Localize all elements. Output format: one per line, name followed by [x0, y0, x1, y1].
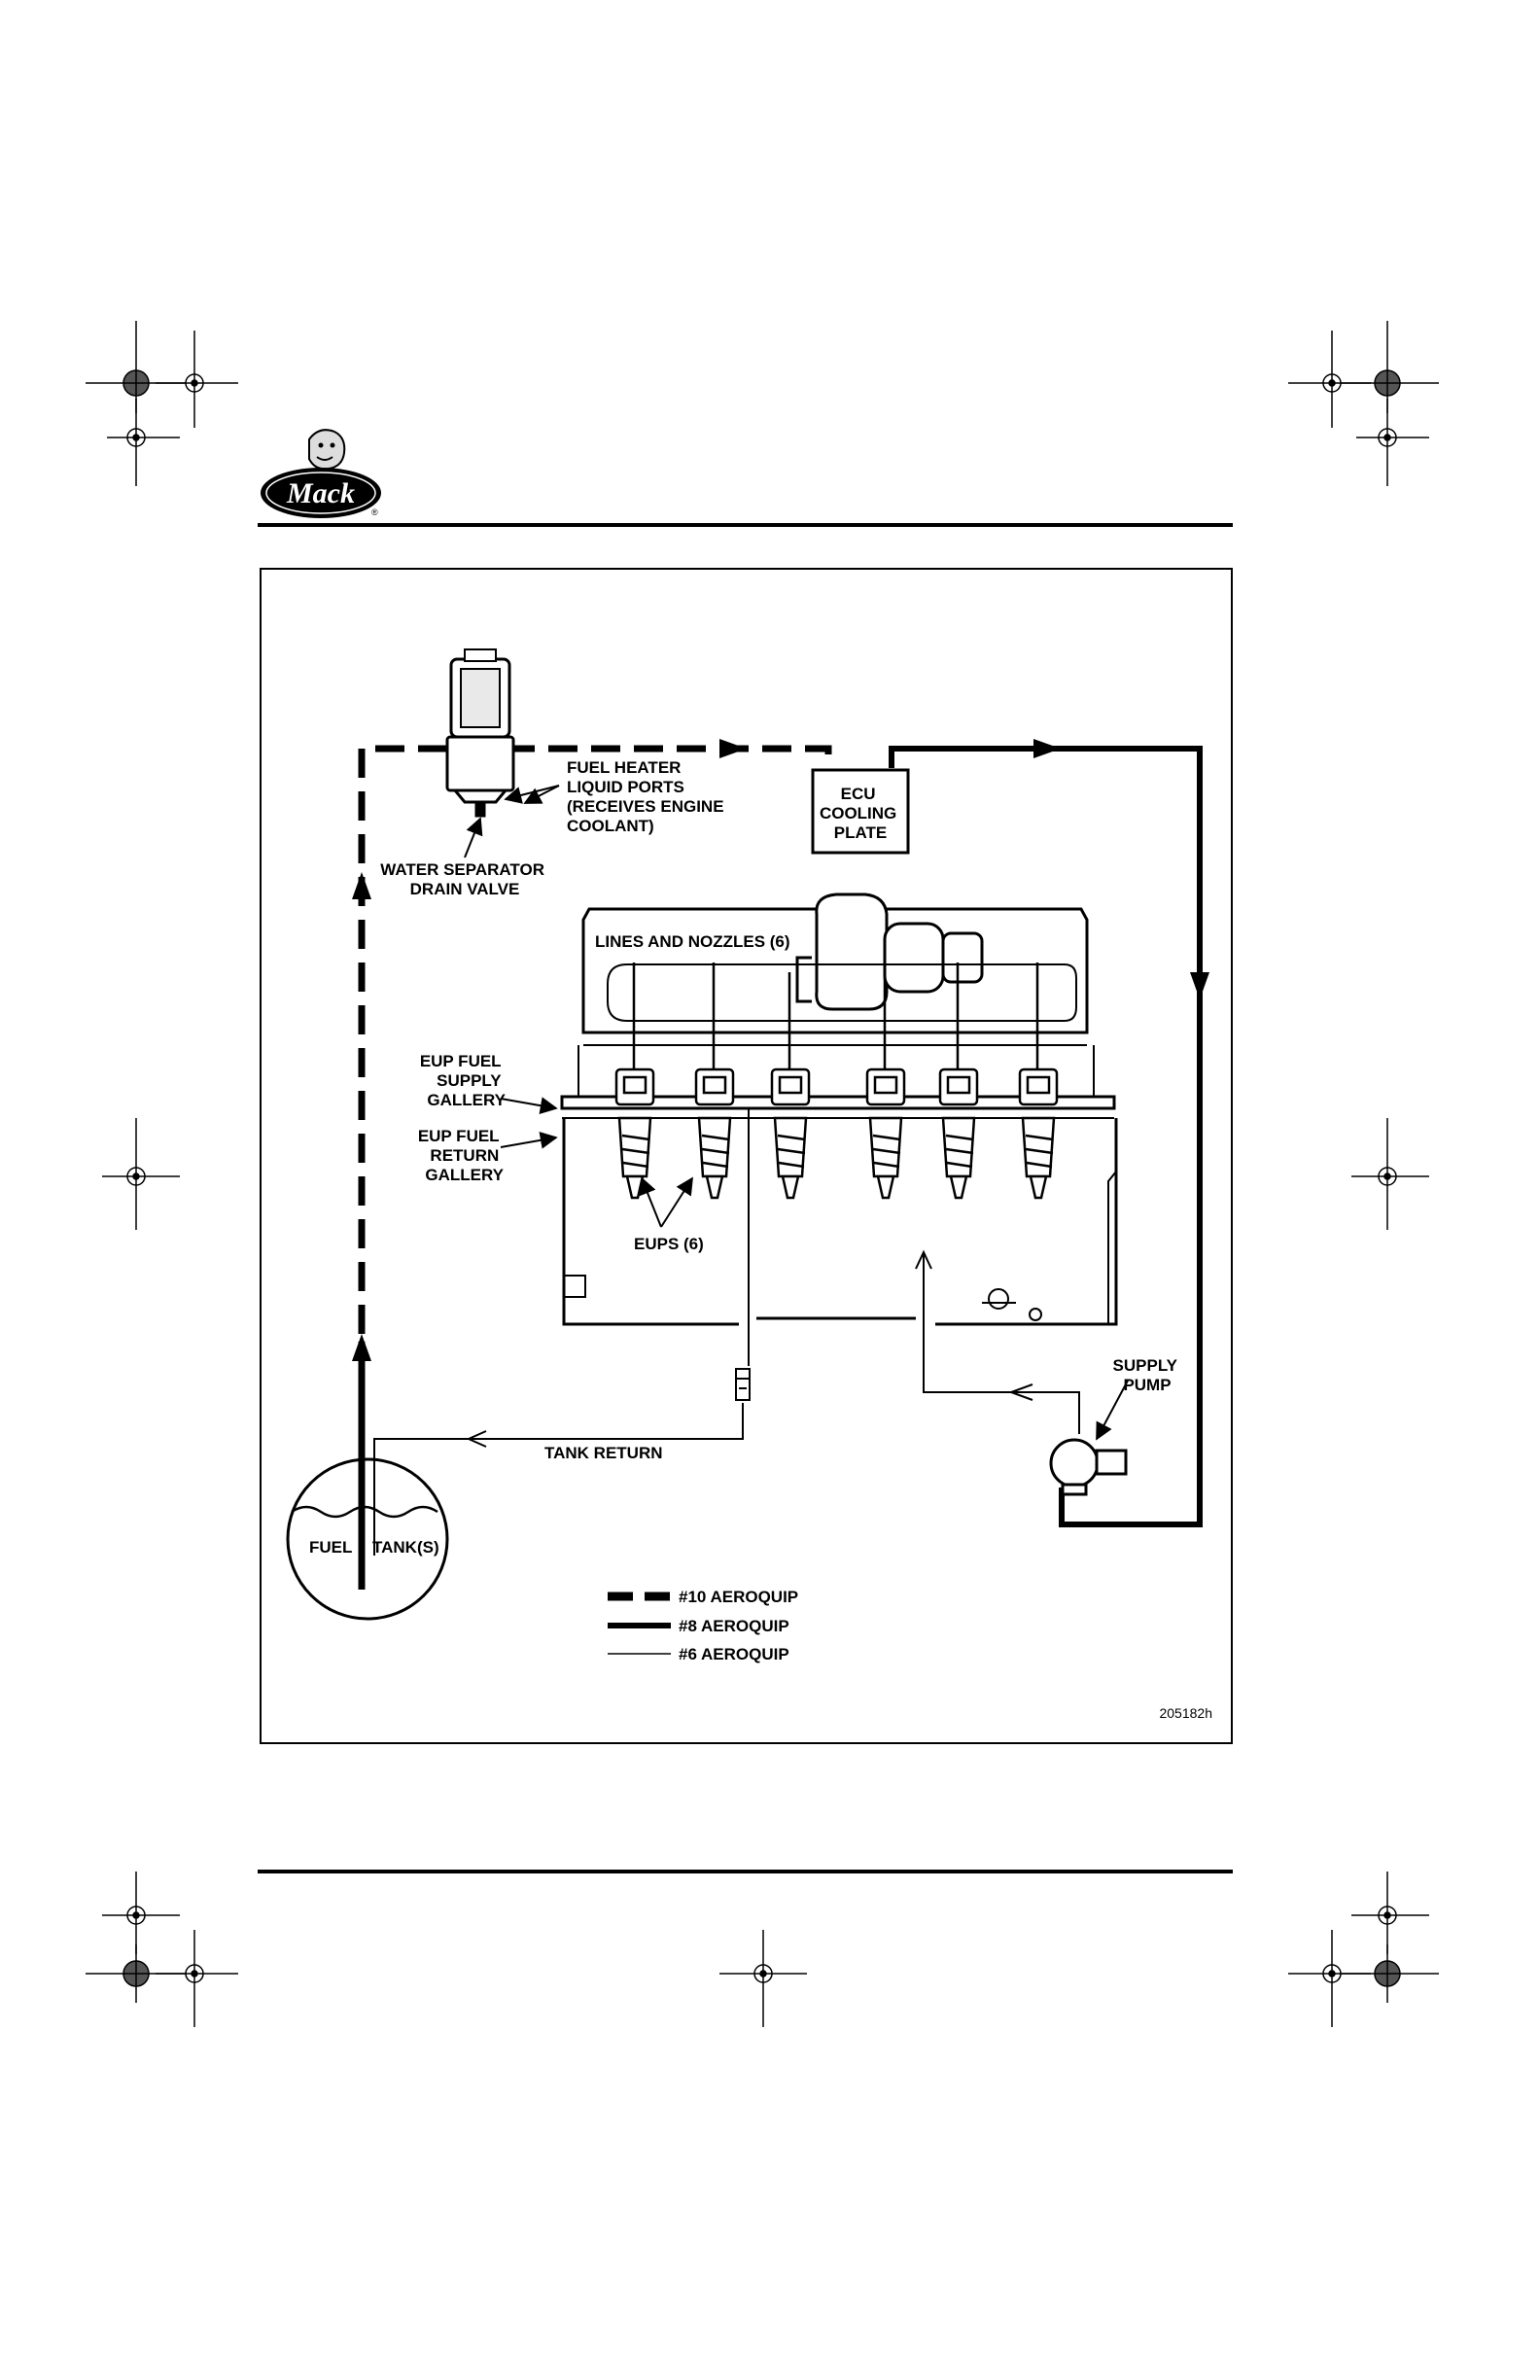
- registration-mark-bottom-right: [1288, 1872, 1439, 2027]
- svg-text:#6 AEROQUIP: #6 AEROQUIP: [679, 1645, 789, 1663]
- label-lines-nozzles: LINES AND NOZZLES (6): [595, 932, 790, 951]
- registration-mark-mid-left: [102, 1118, 180, 1230]
- registration-mark-bottom-left: [86, 1872, 238, 2027]
- registration-mark-top-right: [1288, 321, 1439, 486]
- line-dashed-left: [362, 749, 447, 1334]
- legend-item-thin: #6 AEROQUIP: [608, 1645, 789, 1663]
- svg-text:®: ®: [371, 508, 378, 517]
- registration-marks: [86, 321, 1439, 2027]
- registration-mark-mid-right: [1351, 1118, 1429, 1230]
- label-eup-return: EUP FUEL RETURN GALLERY: [418, 1127, 505, 1184]
- check-valve: [736, 1369, 750, 1400]
- fuel-filter-water-separator: [447, 649, 513, 816]
- label-eup-supply: EUP FUEL SUPPLY GALLERY: [420, 1052, 507, 1109]
- line-pump-supply: [924, 1254, 1079, 1434]
- eup-2: [696, 962, 733, 1198]
- figure-id: 205182h: [1159, 1705, 1212, 1721]
- registration-mark-bottom-center: [719, 1930, 807, 2027]
- line-tank-return-low: [374, 1403, 743, 1556]
- bulldog-logo-icon: [309, 430, 344, 469]
- legend-item-thick: #8 AEROQUIP: [608, 1617, 789, 1635]
- svg-text:#8 AEROQUIP: #8 AEROQUIP: [679, 1617, 789, 1635]
- arrow-right-top: [719, 739, 747, 758]
- label-water-separator: WATER SEPARATOR DRAIN VALVE: [380, 860, 548, 898]
- eup-6: [1020, 962, 1057, 1198]
- label-supply-pump: SUPPLY PUMP: [1113, 1356, 1182, 1394]
- legend: #10 AEROQUIP #8 AEROQUIP #6 AEROQUIP: [608, 1588, 798, 1663]
- leader-lines: [465, 786, 1128, 1439]
- arrow-up-lower: [352, 1334, 371, 1361]
- arrow-up-upper: [352, 872, 371, 899]
- figure-frame: [261, 569, 1232, 1743]
- eup-3: [772, 972, 809, 1198]
- label-fuel-heater: FUEL HEATER LIQUID PORTS (RECEIVES ENGIN…: [567, 758, 728, 835]
- arrow-right-ecu: [1033, 739, 1061, 758]
- svg-text:#10 AEROQUIP: #10 AEROQUIP: [679, 1588, 798, 1606]
- eup-1: [616, 962, 653, 1198]
- supply-pump: [1051, 1440, 1126, 1494]
- label-tank-return: TANK RETURN: [544, 1444, 663, 1462]
- eup-5: [940, 962, 977, 1198]
- engine-block: [562, 894, 1116, 1324]
- label-fuel-tank-right: TANK(S): [372, 1538, 439, 1557]
- arrow-down-right: [1190, 972, 1209, 999]
- registration-mark-top-left: [86, 321, 238, 486]
- legend-item-dashed: #10 AEROQUIP: [608, 1588, 798, 1606]
- mack-logo: Mack ®: [261, 430, 381, 518]
- logo-text: Mack: [286, 477, 355, 509]
- label-fuel-tank-left: FUEL: [309, 1538, 352, 1557]
- label-eups: EUPS (6): [634, 1235, 704, 1253]
